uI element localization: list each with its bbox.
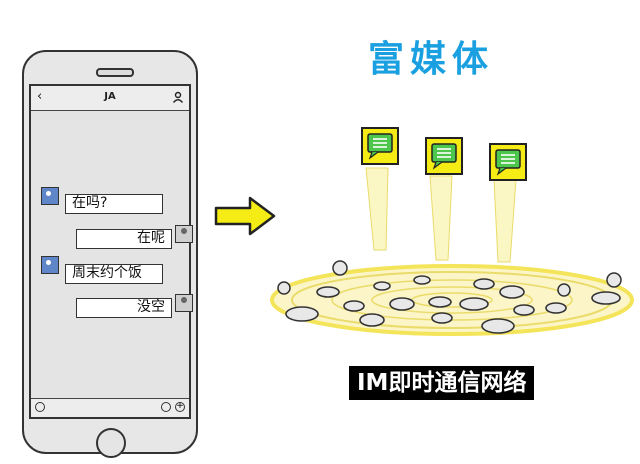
network-illustration [270, 127, 634, 336]
arrow-right-icon [214, 196, 276, 236]
network-label: IM即时通信网络 [349, 366, 535, 400]
light-beams [365, 167, 517, 263]
message-bubble-right: 在呢 [76, 229, 172, 249]
contact-avatar [41, 256, 59, 274]
chat-input-bar: + [31, 398, 189, 417]
wifi-icon [277, 260, 622, 297]
contact-avatar [41, 187, 59, 205]
emoji-icon[interactable] [161, 402, 171, 412]
transfer-icon [285, 275, 621, 334]
message-bubble-left: 周末约个饭 [65, 264, 163, 284]
network-ring [270, 264, 634, 336]
chat-header: ‹ JA [31, 86, 189, 111]
message-icon [425, 137, 463, 175]
chat-screen: ‹ JA 在吗? 在呢 周末约个饭 没空 + [29, 84, 193, 419]
phone-mockup: ‹ JA 在吗? 在呢 周末约个饭 没空 + [22, 50, 198, 458]
message-icon [361, 127, 399, 165]
back-arrow-icon[interactable]: ‹ [37, 89, 43, 104]
message-bubble-right: 没空 [76, 298, 172, 318]
chat-title: JA [104, 91, 116, 102]
home-button[interactable] [96, 428, 126, 458]
message-bubble-left: 在吗? [65, 194, 163, 214]
plus-icon[interactable]: + [175, 401, 185, 412]
message-icon [489, 143, 527, 181]
self-avatar [175, 225, 193, 243]
headline: 富媒体 [368, 38, 495, 80]
voice-icon[interactable] [35, 402, 45, 412]
self-avatar [175, 294, 193, 312]
phone-speaker [96, 68, 134, 77]
user-icon[interactable] [172, 91, 184, 103]
